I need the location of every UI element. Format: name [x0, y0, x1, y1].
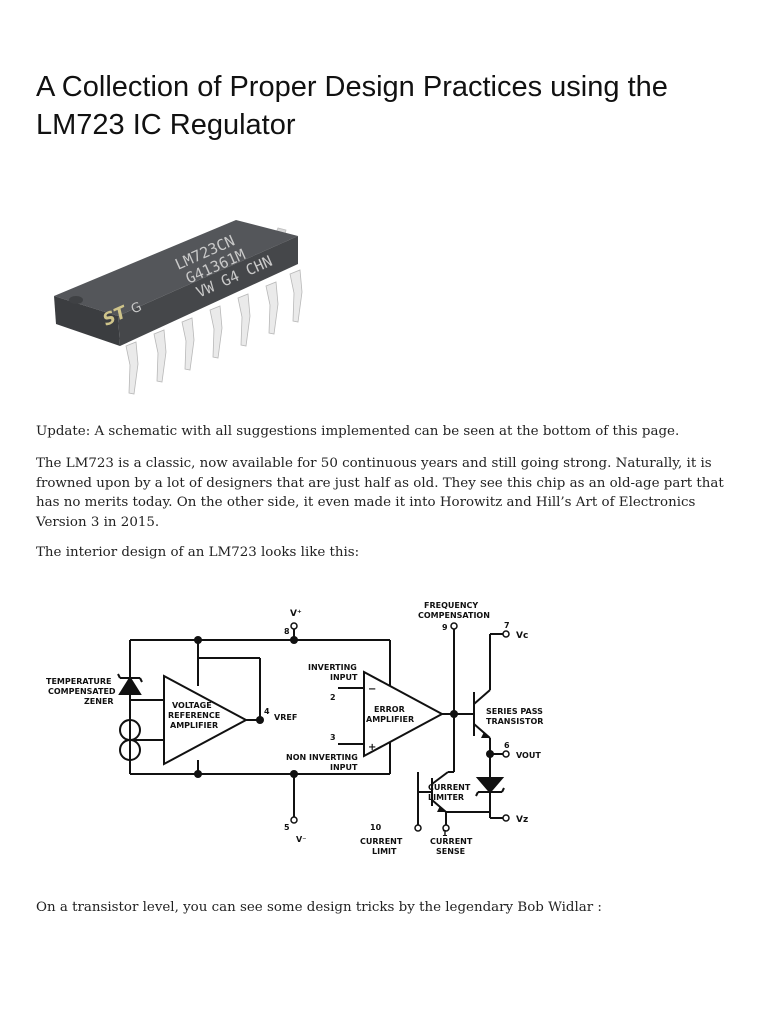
noninverting-input-label-1: NON INVERTING [286, 753, 358, 762]
transistor-level-paragraph: On a transistor level, you can see some … [36, 900, 602, 915]
current-limit-label-2: LIMIT [372, 847, 397, 856]
lm723-chip-photo: LM723CN G41361M VW G4 CHN ST G [54, 220, 303, 395]
current-sense-label-2: SENSE [436, 847, 465, 856]
pin6-label: 6 [504, 741, 510, 750]
pin3-label: 3 [330, 733, 336, 742]
pin9-label: 9 [442, 623, 448, 632]
vc-label: Vc [516, 631, 528, 641]
current-limiter-label-1: CURRENT [428, 783, 471, 792]
vref-amp-label-2: REFERENCE [168, 711, 220, 720]
inverting-input-label-2: INPUT [330, 673, 358, 682]
pin10-label: 10 [370, 823, 382, 832]
pin7-label: 7 [504, 621, 510, 630]
current-limit-label-1: CURRENT [360, 837, 403, 846]
plus-sign: + [368, 742, 376, 753]
series-pass-label-2: TRANSISTOR [486, 717, 543, 726]
update-paragraph: Update: A schematic with all suggestions… [36, 424, 680, 439]
series-pass-label-1: SERIES PASS [486, 707, 543, 716]
temp-zener-label-2: COMPENSATED [48, 687, 116, 696]
inverting-input-label-1: INVERTING [308, 663, 357, 672]
lm723-block-diagram: V⁺ 8 FREQUENCY COMPENSATION 9 7 Vc TEMPE… [46, 601, 543, 856]
temp-zener-label-1: TEMPERATURE [46, 677, 112, 686]
vout-label: VOUT [516, 751, 541, 760]
error-amp-label-1: ERROR [374, 705, 405, 714]
current-limiter-label-2: LIMITER [428, 793, 464, 802]
minus-sign: − [368, 684, 376, 695]
vz-label: Vz [516, 815, 528, 825]
error-amp-label-2: AMPLIFIER [366, 715, 414, 724]
pin4-label: 4 [264, 707, 270, 716]
vref-label: VREF [274, 713, 297, 722]
pin2-label: 2 [330, 693, 336, 702]
pin1-label: 1 [442, 829, 448, 838]
noninverting-input-label-2: INPUT [330, 763, 358, 772]
vminus-label: V⁻ [296, 835, 306, 844]
freq-comp-label-2: COMPENSATION [418, 611, 490, 620]
pin5-label: 5 [284, 823, 290, 832]
vref-amp-label-3: AMPLIFIER [170, 721, 218, 730]
vref-amp-label-1: VOLTAGE [172, 701, 212, 710]
current-sense-label-1: CURRENT [430, 837, 473, 846]
temp-zener-label-3: ZENER [84, 697, 114, 706]
page-title: A Collection of Proper Design Practices … [36, 71, 668, 141]
freq-comp-label-1: FREQUENCY [424, 601, 478, 610]
intro-paragraph: The LM723 is a classic, now available fo… [36, 456, 724, 530]
interior-design-paragraph: The interior design of an LM723 looks li… [36, 545, 360, 560]
vplus-label: V⁺ [290, 609, 302, 619]
pin8-label: 8 [284, 627, 290, 636]
